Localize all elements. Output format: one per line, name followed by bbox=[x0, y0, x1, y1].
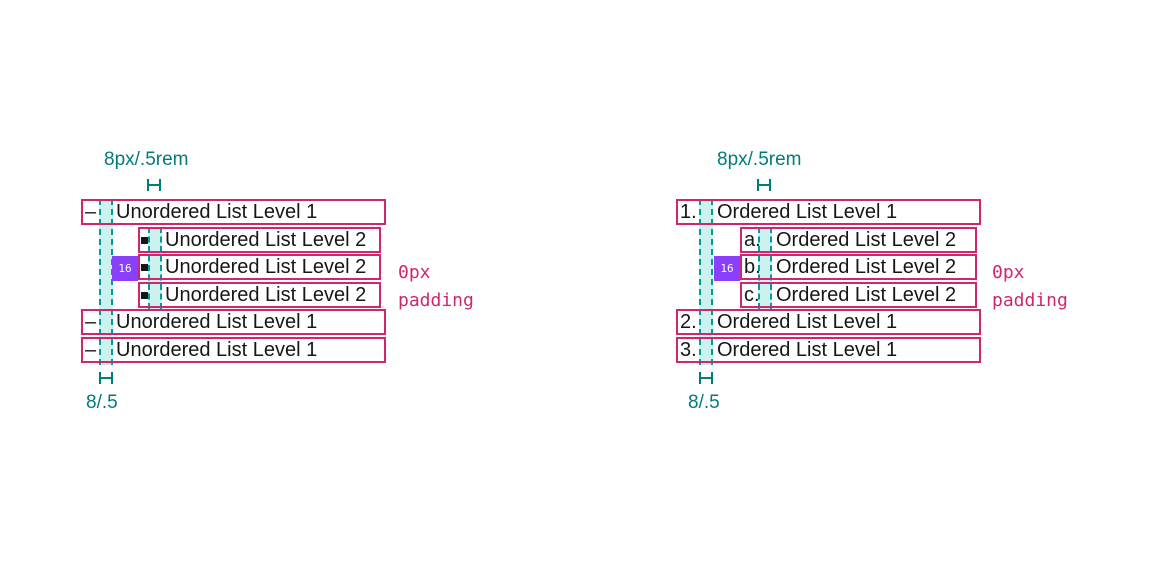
list-item-text: Ordered List Level 2 bbox=[776, 256, 957, 278]
dash-bullet: – bbox=[85, 311, 97, 333]
list-item-row: – Unordered List Level 1 bbox=[81, 309, 386, 335]
number-marker: 2. bbox=[680, 311, 697, 333]
list-item-row: Unordered List Level 2 bbox=[138, 282, 381, 308]
list-item-text: Unordered List Level 2 bbox=[165, 229, 367, 251]
ordered-list-example: 1. Ordered List Level 1 a. Ordered List … bbox=[676, 199, 981, 365]
padding-annotation: 0px padding bbox=[992, 262, 1068, 311]
top-spacing-annotation: 8px/.5rem bbox=[104, 149, 189, 170]
padding-annotation: 0px padding bbox=[398, 262, 474, 311]
width-measure-icon bbox=[699, 372, 713, 384]
letter-marker: a. bbox=[744, 229, 761, 251]
square-bullet-icon bbox=[141, 237, 148, 244]
list-item-text: Ordered List Level 2 bbox=[776, 284, 957, 306]
unordered-list-example: – Unordered List Level 1 Unordered List … bbox=[81, 199, 386, 365]
list-item-row: – Unordered List Level 1 bbox=[81, 199, 386, 225]
top-spacing-annotation: 8px/.5rem bbox=[717, 149, 802, 170]
dash-bullet: – bbox=[85, 201, 97, 223]
list-item-row: 3. Ordered List Level 1 bbox=[676, 337, 981, 363]
letter-marker: b. bbox=[744, 256, 761, 278]
list-item-text: Unordered List Level 1 bbox=[116, 201, 318, 223]
list-item-text: Ordered List Level 2 bbox=[776, 229, 957, 251]
list-item-row: a. Ordered List Level 2 bbox=[740, 227, 977, 253]
list-item-row: c. Ordered List Level 2 bbox=[740, 282, 977, 308]
number-marker: 1. bbox=[680, 201, 697, 223]
square-bullet-icon bbox=[141, 264, 148, 271]
bottom-spacing-annotation: 8/.5 bbox=[86, 392, 118, 413]
width-measure-icon bbox=[99, 372, 113, 384]
bottom-spacing-annotation: 8/.5 bbox=[688, 392, 720, 413]
list-item-text: Ordered List Level 1 bbox=[717, 339, 898, 361]
list-item-row: 2. Ordered List Level 1 bbox=[676, 309, 981, 335]
list-item-text: Unordered List Level 1 bbox=[116, 339, 318, 361]
spacing-guide-stripe bbox=[699, 199, 713, 365]
list-item-row: – Unordered List Level 1 bbox=[81, 337, 386, 363]
spacing-badge-16: 16 bbox=[112, 256, 138, 281]
list-item-text: Ordered List Level 1 bbox=[717, 311, 898, 333]
list-item-text: Unordered List Level 2 bbox=[165, 256, 367, 278]
list-item-text: Ordered List Level 1 bbox=[717, 201, 898, 223]
square-bullet-icon bbox=[141, 292, 148, 299]
spacing-guide-stripe bbox=[148, 227, 162, 309]
dash-bullet: – bbox=[85, 339, 97, 361]
spacing-guide-stripe bbox=[758, 227, 772, 309]
letter-marker: c. bbox=[744, 284, 760, 306]
list-item-row: b. Ordered List Level 2 bbox=[740, 254, 977, 280]
list-item-row: Unordered List Level 2 bbox=[138, 254, 381, 280]
spacing-guide-stripe bbox=[99, 199, 113, 365]
list-item-row: Unordered List Level 2 bbox=[138, 227, 381, 253]
width-measure-icon bbox=[147, 179, 161, 191]
list-item-text: Unordered List Level 2 bbox=[165, 284, 367, 306]
width-measure-icon bbox=[757, 179, 771, 191]
list-item-text: Unordered List Level 1 bbox=[116, 311, 318, 333]
list-item-row: 1. Ordered List Level 1 bbox=[676, 199, 981, 225]
number-marker: 3. bbox=[680, 339, 697, 361]
spacing-badge-16: 16 bbox=[714, 256, 740, 281]
